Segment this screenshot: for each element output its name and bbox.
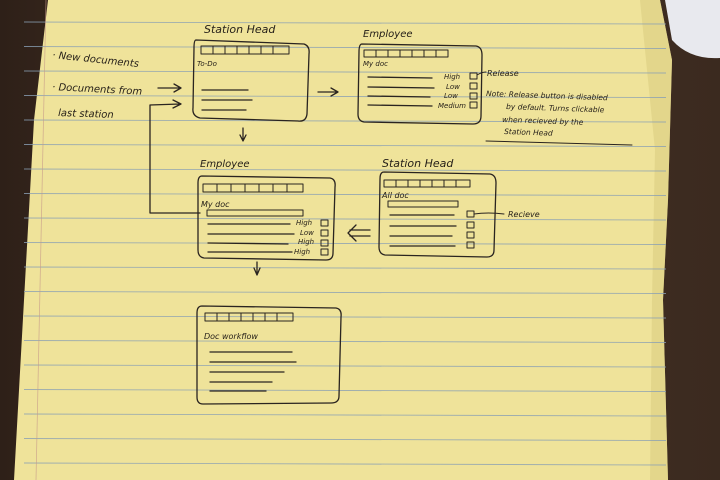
employee-top-priority-4: Medium bbox=[438, 102, 466, 110]
ruled-line bbox=[23, 389, 667, 392]
station-head-top-tabbar bbox=[200, 45, 290, 55]
note-underline bbox=[485, 140, 633, 146]
employee-top-label: My doc bbox=[363, 60, 388, 68]
workflow-label: Doc workflow bbox=[204, 332, 258, 341]
employee-middle-priority-1: High bbox=[296, 219, 312, 227]
station-head-top-label: To-Do bbox=[197, 60, 217, 68]
employee-middle-list-lines bbox=[207, 223, 295, 253]
ruled-line bbox=[23, 193, 667, 196]
arrow-down-to-workflow bbox=[253, 261, 261, 276]
employee-top-list-lines bbox=[367, 76, 435, 107]
employee-top-tab-dividers bbox=[375, 49, 437, 58]
station-head-top-title: Station Head bbox=[204, 23, 276, 36]
employee-middle-priority-4: High bbox=[294, 248, 310, 256]
workflow-tab-dividers bbox=[216, 312, 278, 322]
ruled-line bbox=[23, 217, 667, 221]
station-head-middle-frame bbox=[378, 171, 497, 258]
employee-middle-release-buttons bbox=[320, 219, 329, 256]
employee-top-title: Employee bbox=[363, 29, 413, 40]
employee-top-priority-2: Low bbox=[446, 83, 460, 91]
employee-middle-filter-bar bbox=[206, 209, 304, 217]
station-head-middle-tab-dividers bbox=[395, 179, 457, 188]
workflow-screen: Doc workflow bbox=[196, 305, 342, 405]
ruled-line bbox=[23, 21, 667, 25]
arrow-loop-back-to-notes bbox=[149, 99, 201, 214]
ruled-line bbox=[23, 168, 667, 172]
station-head-middle-filter-bar bbox=[387, 200, 459, 208]
employee-middle-tab-dividers bbox=[216, 183, 288, 193]
station-head-top-list-lines bbox=[201, 89, 253, 111]
note-line-4: Station Head bbox=[504, 127, 553, 138]
employee-top-release-buttons bbox=[469, 72, 478, 109]
note-line-1: Note: Release button is disabled bbox=[486, 89, 608, 102]
station-head-middle-label: All doc bbox=[381, 191, 409, 200]
white-object bbox=[665, 0, 720, 59]
employee-middle-tabbar bbox=[202, 183, 304, 193]
ruled-line bbox=[23, 462, 667, 466]
receive-pointer bbox=[473, 212, 505, 215]
note-documents-from: · Documents from bbox=[52, 82, 143, 98]
employee-middle-screen: Employee My doc High Low High High bbox=[197, 159, 336, 261]
receive-label: Recieve bbox=[508, 210, 540, 219]
workflow-frame bbox=[196, 305, 342, 405]
employee-middle-priority-2: Low bbox=[300, 229, 314, 237]
workflow-tabbar bbox=[204, 312, 294, 322]
station-head-top-tab-dividers bbox=[212, 45, 274, 55]
employee-top-priority-3: Low bbox=[444, 92, 458, 100]
release-label: Release bbox=[487, 69, 519, 78]
arrow-down-to-employee-middle bbox=[239, 127, 247, 142]
employee-middle-title: Employee bbox=[200, 159, 250, 170]
note-last-station: last station bbox=[58, 108, 114, 121]
station-head-middle-screen: Station Head All doc bbox=[378, 157, 497, 258]
ruled-lines bbox=[23, 0, 667, 480]
margin-rule bbox=[35, 0, 47, 480]
ruled-line bbox=[23, 315, 667, 319]
station-head-middle-tabbar bbox=[383, 179, 471, 188]
note-line-3: when recieved by the bbox=[502, 115, 584, 127]
ruled-line bbox=[23, 144, 667, 147]
workflow-list-lines bbox=[209, 351, 297, 392]
station-head-top-frame bbox=[192, 39, 310, 122]
ruled-line bbox=[23, 242, 667, 245]
paper-sheet bbox=[14, 0, 672, 480]
ruled-line bbox=[23, 70, 667, 74]
paper-shadow bbox=[640, 0, 672, 480]
release-pointer bbox=[476, 71, 487, 76]
ruled-line bbox=[23, 291, 667, 294]
ruled-line bbox=[23, 438, 667, 441]
ruled-line bbox=[23, 119, 667, 123]
ruled-line bbox=[23, 266, 667, 270]
ruled-line bbox=[23, 340, 667, 343]
ruled-line bbox=[23, 46, 667, 49]
note-line-2: by default. Turns clickable bbox=[506, 102, 605, 114]
ruled-line bbox=[23, 95, 667, 98]
employee-middle-label: My doc bbox=[201, 200, 230, 209]
ruled-line bbox=[23, 413, 667, 417]
station-head-middle-list-lines bbox=[389, 214, 457, 247]
station-head-middle-title: Station Head bbox=[382, 157, 454, 170]
station-head-top-screen: Station Head To-Do bbox=[192, 23, 310, 122]
arrow-station-head-to-employee-middle bbox=[347, 224, 371, 242]
employee-top-tabbar bbox=[363, 49, 449, 58]
employee-middle-priority-3: High bbox=[298, 238, 314, 246]
arrow-notes-to-station-head bbox=[157, 83, 182, 93]
arrow-station-head-to-employee bbox=[317, 87, 339, 97]
employee-top-frame bbox=[357, 43, 483, 125]
employee-top-screen: Employee My doc High Low Low Medium bbox=[357, 29, 483, 125]
employee-top-priority-1: High bbox=[444, 73, 460, 81]
employee-middle-frame bbox=[197, 175, 336, 261]
ruled-line bbox=[23, 364, 667, 368]
